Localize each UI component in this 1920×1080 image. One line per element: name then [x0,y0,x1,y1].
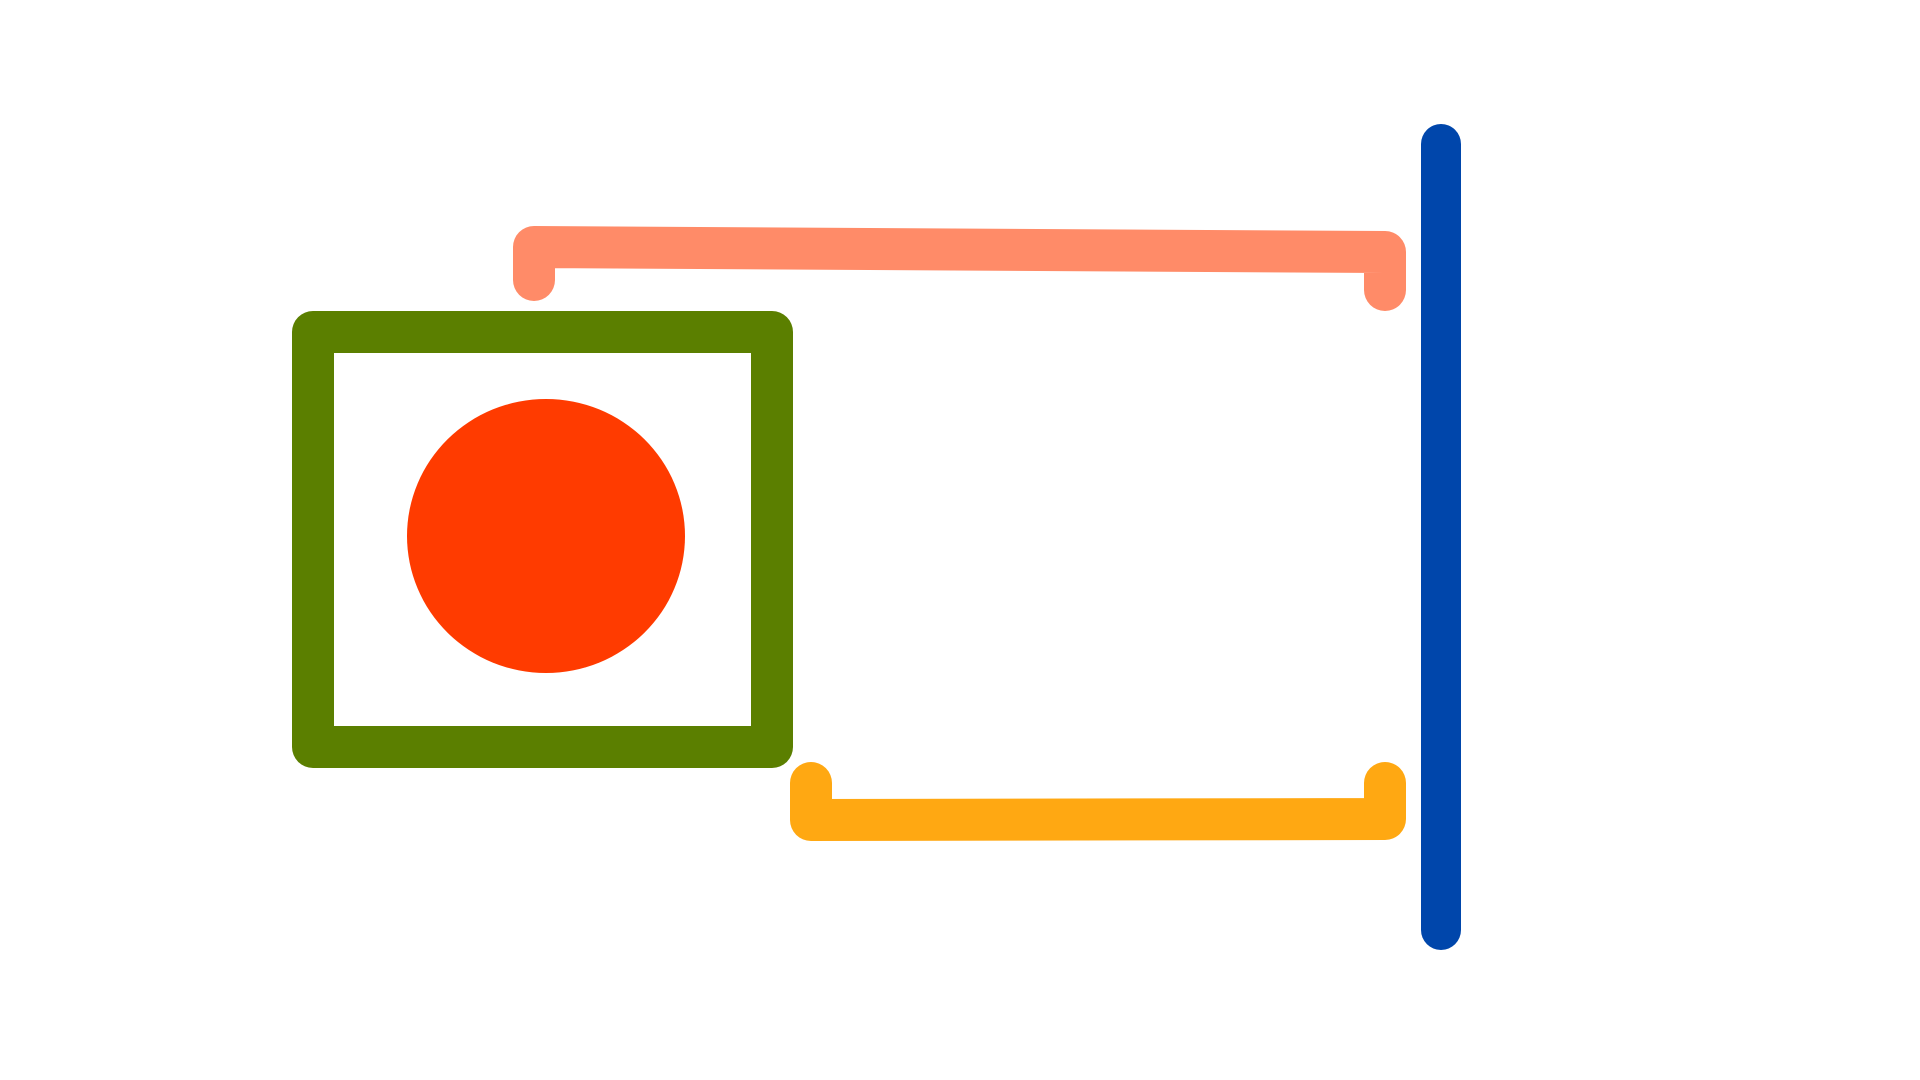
top-bracket [513,226,1406,311]
bottom-bracket [790,762,1406,841]
square-frame [292,311,793,768]
circle [407,399,685,673]
